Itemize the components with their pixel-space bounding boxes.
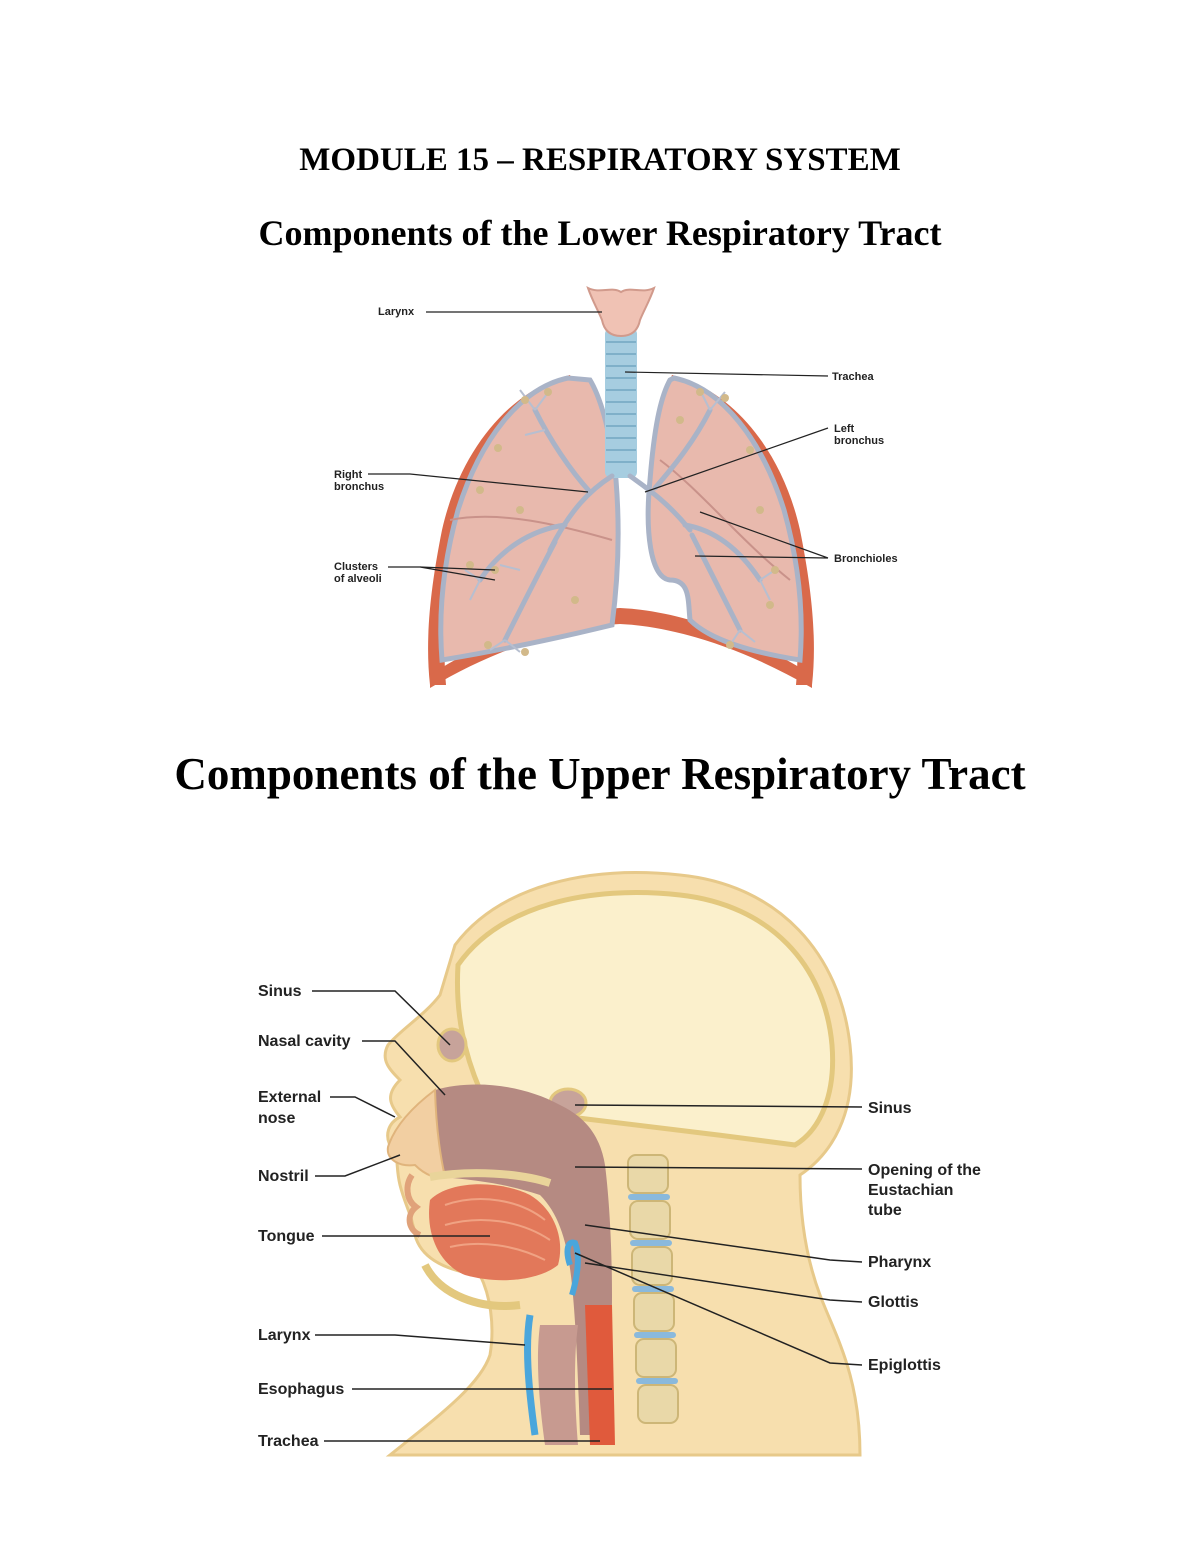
leader-sinus-left: [312, 990, 451, 1046]
upper-tract-heading: Components of the Upper Respiratory Trac…: [174, 749, 1026, 799]
left-fissure: [659, 459, 791, 581]
larynx-shape: [586, 286, 656, 338]
lower-tract-heading: Components of the Lower Respiratory Trac…: [258, 213, 942, 253]
label-sinus-left: Sinus: [258, 983, 302, 1000]
leader-nasal-cavity: [362, 1040, 446, 1096]
label-esophagus: Esophagus: [258, 1381, 344, 1398]
left-bronchioles: [699, 389, 776, 646]
label-nostril: Nostril: [258, 1168, 309, 1185]
leader-glottis: [584, 1262, 863, 1303]
label-clusters-2: of alveoli: [334, 573, 382, 585]
leader-bronchioles: [694, 511, 829, 559]
label-trachea: Trachea: [832, 371, 874, 383]
label-nasal-cavity: Nasal cavity: [258, 1033, 351, 1050]
label-trachea-upper: Trachea: [258, 1433, 319, 1450]
leader-sinus-right: [574, 1104, 863, 1108]
trachea-shape: [537, 1325, 578, 1445]
label-right-bronchus-2: bronchus: [334, 481, 384, 493]
label-eustachian-1: Opening of the: [868, 1162, 981, 1179]
alveoli-clusters: [466, 388, 779, 656]
leader-pharynx: [584, 1224, 863, 1263]
frontal-sinus: [436, 1027, 468, 1063]
module-title: MODULE 15 – RESPIRATORY SYSTEM: [299, 142, 901, 178]
upper-tract-diagram: Sinus Nasal cavity External nose Nostril…: [240, 855, 1020, 1465]
leader-external-nose: [330, 1096, 396, 1118]
leader-clusters: [388, 566, 496, 581]
label-larynx-upper: Larynx: [258, 1327, 311, 1344]
label-larynx: Larynx: [378, 306, 415, 318]
label-right-bronchus-1: Right: [334, 469, 362, 481]
leader-nostril: [315, 1154, 401, 1177]
label-sinus-right: Sinus: [868, 1100, 912, 1117]
label-eustachian-3: tube: [868, 1202, 902, 1219]
tongue-fibers: [444, 1198, 551, 1261]
label-clusters-1: Clusters: [334, 561, 378, 573]
lips: [404, 1173, 422, 1238]
label-epiglottis: Epiglottis: [868, 1357, 941, 1374]
esophagus-shape: [585, 1305, 615, 1445]
larynx-cartilage: [524, 1314, 539, 1436]
leader-left-bronchus: [644, 427, 829, 493]
head-section-illustration: Sinus Nasal cavity External nose Nostril…: [258, 871, 981, 1457]
leader-eustachian: [574, 1166, 863, 1170]
label-pharynx: Pharynx: [868, 1254, 931, 1271]
label-external-nose-2: nose: [258, 1110, 295, 1127]
label-left-bronchus-1: Left: [834, 423, 855, 435]
leader-trachea: [624, 371, 829, 377]
right-bronchial-tree: [477, 407, 615, 643]
label-eustachian-2: Eustachian: [868, 1182, 953, 1199]
lower-tract-diagram: Larynx Trachea Left bronchus Right bronc…: [320, 280, 920, 690]
epiglottis-shape: [564, 1239, 581, 1296]
label-bronchioles: Bronchioles: [834, 553, 898, 565]
leader-right-bronchus: [368, 473, 589, 493]
label-left-bronchus-2: bronchus: [834, 435, 884, 447]
lungs-illustration: Larynx Trachea Left bronchus Right bronc…: [334, 286, 898, 688]
label-glottis: Glottis: [868, 1294, 919, 1311]
right-fissure: [449, 515, 613, 541]
leader-epiglottis: [574, 1252, 863, 1366]
external-nose-shape: [386, 1088, 447, 1179]
label-external-nose-1: External: [258, 1089, 321, 1106]
leader-larynx-upper: [315, 1334, 526, 1346]
cervical-spine: [627, 1154, 679, 1424]
left-bronchial-tree: [627, 407, 763, 633]
jaw-bone: [421, 1263, 521, 1310]
palate: [429, 1169, 552, 1187]
right-lung: [438, 375, 621, 663]
trachea-rings: [606, 341, 636, 463]
label-tongue: Tongue: [258, 1228, 315, 1245]
